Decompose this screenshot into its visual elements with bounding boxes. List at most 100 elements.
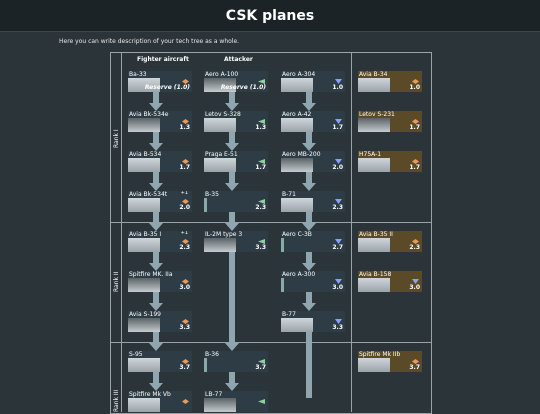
vehicle-card-spitfire5b[interactable]: Spitfire Mk Vb xyxy=(128,391,192,412)
connector-arrow xyxy=(225,223,239,231)
battle-rating: 3.7 xyxy=(409,364,420,371)
vehicle-name: Aero A-42 xyxy=(282,111,312,118)
premium-divider xyxy=(351,52,352,412)
connector-arrow xyxy=(225,143,239,151)
vehicle-name: H75A-1 xyxy=(359,151,382,158)
vehicle-name: Aero A-304 xyxy=(282,71,316,78)
rank-column-divider xyxy=(121,52,122,412)
vehicle-image xyxy=(358,278,390,292)
rank-divider-2 xyxy=(110,342,431,343)
vehicle-image xyxy=(128,158,160,172)
vehicle-image xyxy=(204,398,236,412)
attacker-class-icon xyxy=(258,239,265,244)
vehicle-image xyxy=(128,278,160,292)
fighter-class-icon xyxy=(182,159,189,164)
vehicle-image xyxy=(358,238,390,252)
battle-rating: 2.7 xyxy=(332,244,343,251)
vehicle-image xyxy=(281,198,313,212)
tree-description: Here you can write description of your t… xyxy=(59,38,240,45)
battle-rating: 3.7 xyxy=(179,364,190,371)
battle-rating: 1.3 xyxy=(255,124,266,131)
bomber-class-icon xyxy=(335,79,342,84)
vehicle-image xyxy=(358,78,390,92)
connector-line xyxy=(306,292,312,304)
connector-arrow xyxy=(225,103,239,111)
fighter-class-icon xyxy=(412,239,419,244)
vehicle-name: S-95 xyxy=(129,351,143,358)
vehicle-image xyxy=(128,318,160,332)
connector-arrow xyxy=(149,223,163,231)
battle-rating: 3.0 xyxy=(332,284,343,291)
vehicle-name: Aero A-100 xyxy=(205,71,239,78)
connector-arrow xyxy=(149,343,163,351)
rank-label-1: Rank I xyxy=(113,129,120,148)
column-header-fighter: Fighter aircraft xyxy=(137,56,189,63)
connector-line xyxy=(153,252,159,264)
vehicle-card-lb77[interactable]: LB-77 xyxy=(204,391,268,412)
connector-arrow xyxy=(225,183,239,191)
vehicle-card-s95[interactable]: S-95 3.7 xyxy=(128,351,192,372)
connector-line xyxy=(229,212,235,224)
vehicle-name: B-35 xyxy=(205,191,219,198)
battle-rating: 1.7 xyxy=(332,124,343,131)
connector-arrow xyxy=(149,103,163,111)
vehicle-image xyxy=(281,78,313,92)
vehicle-card-aeroa304[interactable]: Aero A-304 1.0 xyxy=(281,71,345,92)
fighter-class-icon xyxy=(182,279,189,284)
connector-arrow xyxy=(302,303,316,311)
connector-arrow xyxy=(302,263,316,271)
battle-rating: 1.7 xyxy=(179,164,190,171)
connector-line xyxy=(306,252,312,264)
connector-arrow xyxy=(149,383,163,391)
connector-arrow xyxy=(149,303,163,311)
column-header-attacker: Attacker xyxy=(224,56,253,63)
connector-line xyxy=(229,92,235,104)
connector-line xyxy=(153,372,159,384)
battle-rating: 3.3 xyxy=(179,324,190,331)
connector-line xyxy=(306,332,312,398)
vehicle-image xyxy=(281,318,313,332)
battle-rating: Reserve (1.0) xyxy=(144,84,190,91)
rank-label-2: Rank II xyxy=(113,271,120,292)
vehicle-image xyxy=(204,198,239,212)
page-title: CSK planes xyxy=(225,8,315,24)
battle-rating: 2.0 xyxy=(179,204,190,211)
vehicle-image xyxy=(204,238,236,252)
vehicle-name: IL-2M type 3 xyxy=(205,231,243,238)
connector-line xyxy=(153,292,159,304)
battle-rating: 1.0 xyxy=(332,84,343,91)
vehicle-image xyxy=(128,198,160,212)
connector-line xyxy=(153,132,159,144)
vehicle-name: Avia Bk-534e xyxy=(129,111,169,118)
rank-divider-1 xyxy=(110,222,431,223)
connector-line xyxy=(229,172,235,184)
vehicle-card-aeroa42[interactable]: Aero A-42 1.7 xyxy=(281,111,345,132)
fighter-class-icon xyxy=(412,159,419,164)
rank-label-3: Rank III xyxy=(113,389,120,412)
vehicle-name: Aero MB-200 xyxy=(282,151,321,158)
